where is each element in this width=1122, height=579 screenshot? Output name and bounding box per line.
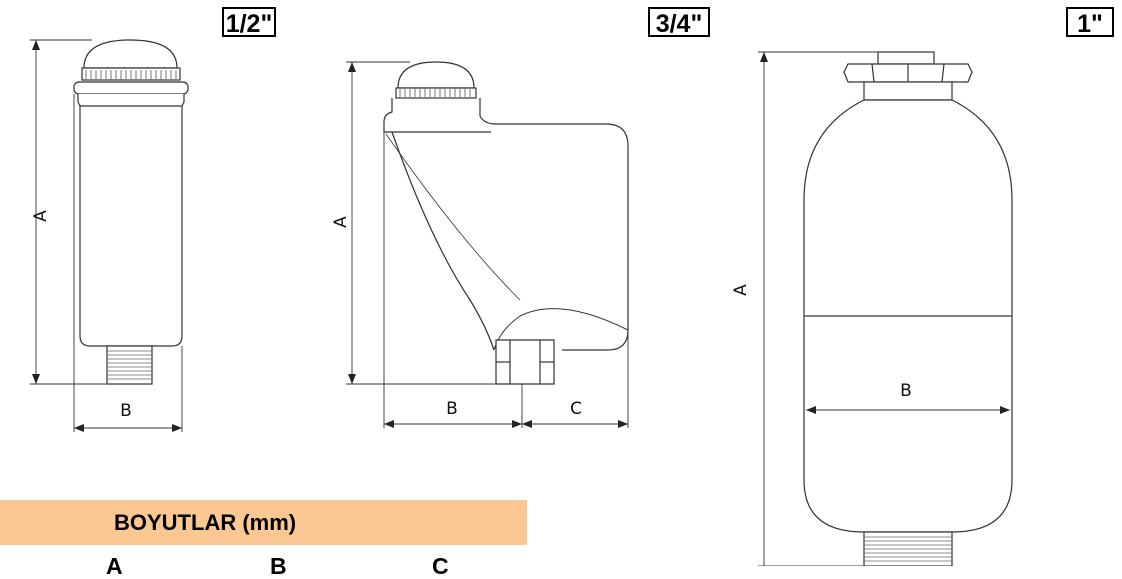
dim-label-a-one: A bbox=[731, 284, 751, 296]
dim-label-b-half: B bbox=[120, 401, 132, 421]
size-label-one-inch: 1" bbox=[1066, 7, 1114, 38]
dim-label-b-three-quarter: B bbox=[446, 399, 458, 419]
dim-label-a-three-quarter: A bbox=[331, 216, 351, 228]
dimensions-three-quarter-inch bbox=[346, 61, 629, 428]
filter-one-inch bbox=[803, 51, 1013, 566]
table-column-a: A bbox=[106, 553, 123, 579]
dimensions-table-header: BOYUTLAR (mm) bbox=[0, 500, 527, 545]
technical-drawing: A B A B C bbox=[30, 39, 1013, 566]
filter-half-inch bbox=[73, 39, 189, 385]
dim-label-c-three-quarter: C bbox=[570, 399, 582, 419]
table-column-c: C bbox=[432, 553, 449, 579]
dim-label-b-one: B bbox=[900, 381, 912, 401]
filter-three-quarter-inch bbox=[383, 61, 629, 385]
dimensions-one-inch bbox=[758, 51, 1010, 566]
size-label-half-inch: 1/2" bbox=[222, 7, 276, 38]
table-column-b: B bbox=[270, 553, 287, 579]
size-label-three-quarter-inch: 3/4" bbox=[648, 7, 710, 38]
dimensions-half-inch bbox=[30, 39, 183, 432]
dim-label-a-half: A bbox=[31, 210, 51, 222]
